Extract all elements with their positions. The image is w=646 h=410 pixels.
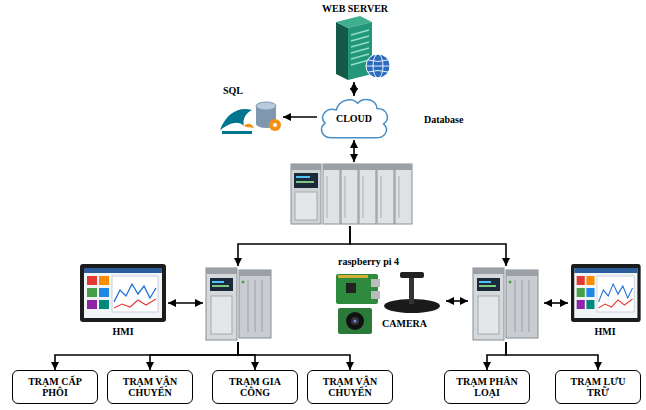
mysql-logo <box>269 119 281 131</box>
connector <box>238 342 255 370</box>
camera-module <box>354 320 357 323</box>
camera-stand <box>384 272 440 313</box>
connector <box>283 116 317 118</box>
main-plc <box>345 176 346 218</box>
server-icon <box>351 30 369 35</box>
connector <box>544 302 568 304</box>
server-icon <box>351 42 369 47</box>
station-plc <box>468 266 544 342</box>
raspberry-camera: raspberry pi 4 CAMERA <box>332 256 446 336</box>
main-plc <box>323 164 340 224</box>
mysql-logo <box>222 131 252 134</box>
main-plc <box>294 173 318 188</box>
connector <box>446 300 468 302</box>
node-label: WEB SERVER <box>322 3 388 15</box>
main-plc <box>291 164 321 170</box>
main-plc <box>295 192 317 220</box>
station-label: TRẠM VẬN CHUYỂN <box>114 376 186 399</box>
connector <box>238 342 350 370</box>
raspberry-pi-board <box>371 279 380 287</box>
main-plc <box>296 176 310 178</box>
station-box: TRẠM PHÂN LOẠI <box>444 370 530 404</box>
main-plc <box>395 164 412 224</box>
connector <box>238 226 350 266</box>
left-plc <box>206 268 271 340</box>
node-label: raspberry pi 4 <box>338 256 399 268</box>
raspberry-pi-board <box>346 283 356 293</box>
mysql-logo <box>244 124 254 128</box>
mysql-logo <box>256 102 276 110</box>
left-hmi-screen <box>80 264 166 322</box>
server-icon <box>366 54 390 78</box>
main-plc <box>291 164 321 224</box>
camera-module <box>338 308 372 334</box>
server-icon <box>336 22 348 80</box>
camera-module <box>351 317 359 325</box>
connector <box>487 342 506 370</box>
node-label: CLOUD <box>336 113 372 124</box>
server-icon <box>351 36 369 41</box>
raspberry-pi-board <box>336 274 380 304</box>
station-box: TRẠM GIA CÔNG <box>212 370 298 404</box>
main-plc <box>359 164 376 224</box>
connector <box>353 140 355 162</box>
station-plc <box>203 266 273 342</box>
server-icon <box>351 48 369 53</box>
right-hmi-screen <box>571 264 641 322</box>
station-box: TRẠM VẬN CHUYỂN <box>307 370 393 404</box>
connector <box>506 342 598 370</box>
server-icon <box>366 66 390 67</box>
camera-stand <box>409 276 414 304</box>
camera-module <box>346 312 364 330</box>
station-label: TRẠM CẤP PHÔI <box>19 376 91 399</box>
node-label: SQL <box>223 85 243 97</box>
raspberry-pi-board <box>336 274 378 304</box>
hmi-panel: HMI <box>78 262 168 340</box>
station-box: TRẠM CẤP PHÔI <box>12 370 98 404</box>
server-icon <box>368 60 388 72</box>
main-plc <box>296 181 314 183</box>
hmi-panel: HMI <box>568 262 642 340</box>
main-plc <box>327 176 328 218</box>
server-icon <box>351 54 369 59</box>
node-label: HMI <box>112 326 133 338</box>
connector <box>55 342 238 370</box>
camera-module <box>338 308 372 334</box>
sql-database: SQL <box>215 84 283 138</box>
node-label: CAMERA <box>382 318 427 330</box>
station-box: TRẠM VẬN CHUYỂN <box>107 370 193 404</box>
cloud-outline <box>322 100 388 138</box>
main-plc <box>323 164 412 170</box>
raspberry-pi-board <box>338 275 368 278</box>
mysql-logo <box>273 123 277 127</box>
node-label: HMI <box>594 326 615 338</box>
station-box: TRẠM LƯU TRỮ <box>555 370 641 404</box>
mysql-logo <box>220 102 281 134</box>
right-plc <box>473 268 538 340</box>
raspberry-pi-board <box>371 291 380 299</box>
label-holder: Database <box>424 114 463 126</box>
main-plc <box>377 164 394 224</box>
station-label: TRẠM VẬN CHUYỂN <box>314 376 386 399</box>
connector <box>168 302 203 304</box>
connector <box>353 82 355 96</box>
station-label: TRẠM GIA CÔNG <box>219 376 291 399</box>
main-plc <box>341 164 358 224</box>
main-plc <box>381 176 382 218</box>
main-plc <box>288 162 412 226</box>
connector <box>150 342 238 370</box>
camera-stand <box>400 272 424 278</box>
main-plc <box>399 176 400 218</box>
station-label: TRẠM PHÂN LOẠI <box>451 376 523 399</box>
station-label: TRẠM LƯU TRỮ <box>562 376 634 399</box>
main-plc <box>363 176 364 218</box>
cloud-shape: CLOUD <box>317 96 391 140</box>
free-label: Database <box>424 114 463 126</box>
main-plc <box>291 164 412 224</box>
web-server: WEB SERVER <box>312 2 398 82</box>
server-icon <box>336 16 390 80</box>
